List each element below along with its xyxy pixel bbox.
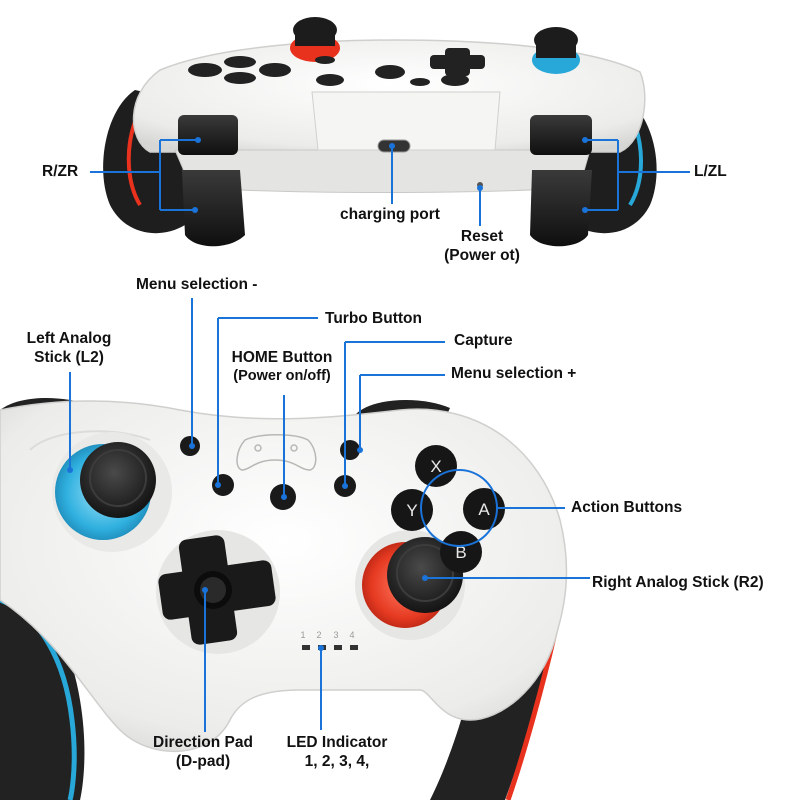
label-charging-port: charging port xyxy=(340,206,440,223)
led-number-4: 4 xyxy=(349,630,354,640)
a-button-label: A xyxy=(478,500,490,519)
label-capture: Capture xyxy=(454,332,513,349)
top-callout-lines xyxy=(90,139,690,226)
y-button[interactable]: Y xyxy=(391,489,433,531)
led-number-2: 2 xyxy=(316,630,321,640)
x-button[interactable]: X xyxy=(415,445,457,487)
label-left-stick: Left Analog Stick (L2) xyxy=(16,330,122,367)
controller-rear-view xyxy=(103,17,657,247)
label-dpad: Direction Pad (D-pad) xyxy=(144,734,262,771)
y-button-label: Y xyxy=(406,501,417,520)
label-dpad-line2: (D-pad) xyxy=(175,752,231,770)
label-left-stick-line1: Left Analog xyxy=(26,330,112,347)
label-led-line2: 1, 2, 3, 4, xyxy=(304,752,370,770)
x-button-label: X xyxy=(430,457,441,476)
label-action-buttons: Action Buttons xyxy=(571,499,683,516)
label-menu-minus: Menu selection - xyxy=(136,276,258,293)
label-led: LED Indicator 1, 2, 3, 4, xyxy=(278,734,396,771)
label-home: HOME Button (Power on/off) xyxy=(218,349,346,385)
label-reset-line2: (Power ot) xyxy=(444,246,520,264)
left-grip-front xyxy=(0,560,85,800)
label-home-line2: (Power on/off) xyxy=(233,367,331,384)
r-shoulder-button[interactable] xyxy=(178,115,238,155)
led-number-3: 3 xyxy=(333,630,338,640)
label-led-line1: LED Indicator xyxy=(286,734,388,751)
label-l-zl: L/ZL xyxy=(694,163,727,180)
label-home-line1: HOME Button xyxy=(231,349,333,366)
label-right-stick: Right Analog Stick (R2) xyxy=(592,574,764,591)
label-menu-plus: Menu selection + xyxy=(451,365,577,382)
label-dpad-line1: Direction Pad xyxy=(153,734,253,751)
controller-logo-icon xyxy=(236,434,317,471)
zr-trigger[interactable] xyxy=(182,170,245,247)
b-button[interactable]: B xyxy=(440,531,482,573)
label-reset: Reset (Power ot) xyxy=(440,228,524,265)
label-left-stick-line2: Stick (L2) xyxy=(34,348,104,366)
controller-front-view: 1 2 3 4 X Y A B xyxy=(0,398,568,800)
zl-trigger[interactable] xyxy=(530,170,592,247)
label-reset-line1: Reset xyxy=(460,228,504,245)
label-turbo: Turbo Button xyxy=(325,310,422,327)
l-shoulder-button[interactable] xyxy=(530,115,592,155)
led-number-1: 1 xyxy=(300,630,305,640)
bottom-callout-lines xyxy=(69,298,590,732)
b-button-label: B xyxy=(455,543,466,562)
label-r-zr: R/ZR xyxy=(42,163,79,180)
